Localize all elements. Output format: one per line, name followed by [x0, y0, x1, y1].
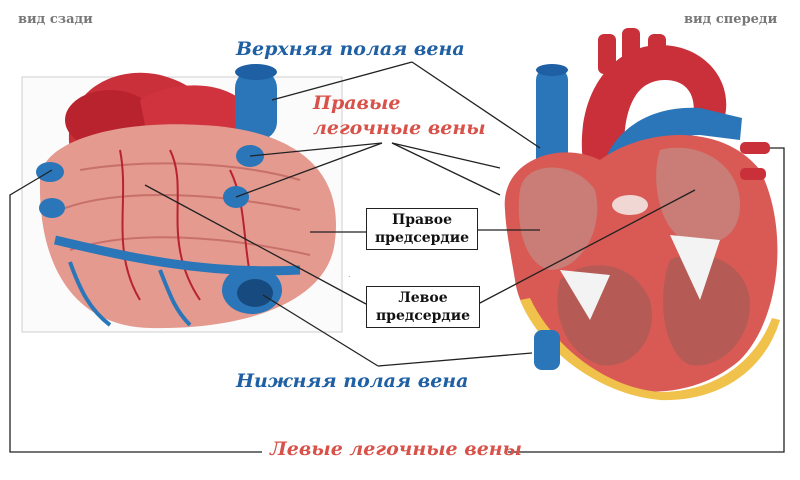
left-pulmonary-veins-label: Левые легочные вены [270, 438, 522, 460]
right-atrium-label-line2: предсердие [374, 230, 470, 246]
anterior-view-caption: вид спереди [684, 12, 778, 27]
left-atrium-label-box: Левое предсердие [366, 286, 480, 328]
right-atrium-label-line1: Правое [391, 212, 453, 228]
posterior-heart-illustration [21, 64, 343, 333]
posterior-view-caption: вид сзади [18, 12, 93, 27]
left-atrium-label-line2: предсердие [375, 308, 471, 324]
left-atrium-label-line1: Левое [398, 290, 448, 306]
inferior-vena-cava-label: Нижняя полая вена [236, 370, 469, 392]
right-atrium-label-box: Правое предсердие [366, 208, 478, 250]
leader-lines [9, 61, 785, 453]
superior-vena-cava-label: Верхняя полая вена [236, 38, 465, 60]
right-pulmonary-veins-label-line2: легочные вены [313, 117, 486, 139]
right-pulmonary-veins-label-line1: Правые [313, 92, 401, 114]
svg-text:.: . [348, 270, 351, 279]
anterior-heart-illustration [504, 28, 780, 401]
